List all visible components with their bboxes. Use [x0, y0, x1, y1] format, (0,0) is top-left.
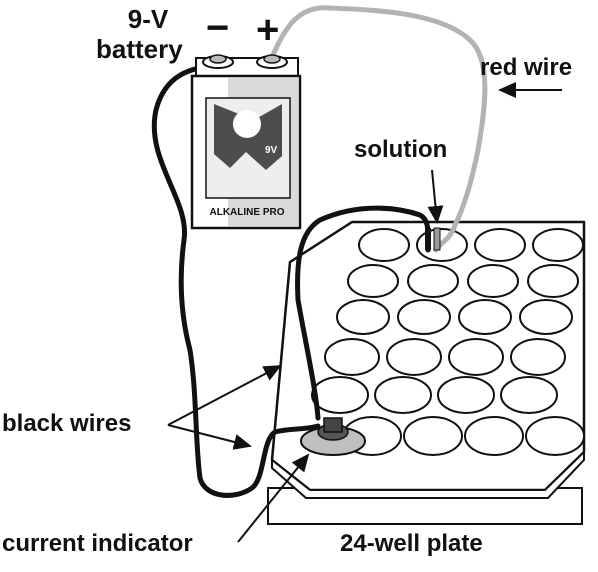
solution-pointer [427, 169, 444, 224]
well-r1-c3 [474, 228, 526, 262]
well-r6-c2 [403, 416, 463, 456]
well-r2-c1 [347, 264, 399, 298]
well-r4-c1 [324, 338, 380, 376]
well-r4-c2 [386, 338, 442, 376]
black-wire-return [295, 205, 431, 421]
battery-label: battery [96, 34, 183, 64]
well-r3-c4 [519, 299, 573, 335]
well-r5-c3 [437, 376, 495, 414]
well-r6-c3 [464, 416, 524, 456]
black-wires-pointer-upper [167, 365, 282, 426]
well-r5-c4 [500, 376, 558, 414]
red-wire [267, 5, 488, 253]
plus-terminal [256, 54, 288, 69]
well-r4-c3 [448, 338, 504, 376]
nine-volt-battery: 9V ALKALINE PRO [190, 54, 302, 230]
well-r6-c4 [525, 416, 585, 456]
well-r5-c2 [374, 376, 432, 414]
current-indicator [300, 417, 366, 456]
electrode-red [433, 227, 441, 251]
current-indicator-pointer [237, 453, 310, 543]
black-wires-label: black wires [2, 410, 132, 437]
black-wire-solution [151, 62, 321, 498]
battery-brand: ALKALINE PRO [210, 207, 285, 218]
electrode-black [425, 228, 431, 250]
well-r2-c4 [527, 264, 579, 298]
plus-sign-label: + [256, 8, 280, 52]
battery-logo-dot [233, 110, 261, 138]
well-r2-c2 [407, 264, 459, 298]
red-wire-label: red wire [480, 54, 573, 81]
current-indicator-label: current indicator [2, 530, 193, 557]
battery-voltage-mark: 9V [265, 145, 278, 156]
well-r4-c4 [510, 338, 566, 376]
solution-label: solution [354, 136, 448, 163]
well-r5-c1 [311, 376, 369, 414]
minus-sign-label: − [206, 6, 230, 50]
indicator-post [323, 417, 343, 433]
well-r3-c2 [397, 299, 451, 335]
well-r2-c3 [467, 264, 519, 298]
plate-rim-front [271, 449, 585, 499]
plate-inner-edge [271, 261, 291, 461]
well-plate [267, 220, 586, 525]
battery-voltage-label: 9-V [127, 4, 169, 34]
plate-label: 24-well plate [340, 530, 483, 557]
well-r1-c4 [532, 228, 584, 262]
well-r1-c1 [358, 228, 410, 262]
black-wires-pointer-lower [167, 424, 252, 450]
minus-terminal [202, 54, 234, 69]
well-r3-c3 [458, 299, 512, 335]
well-r3-c1 [336, 299, 390, 335]
